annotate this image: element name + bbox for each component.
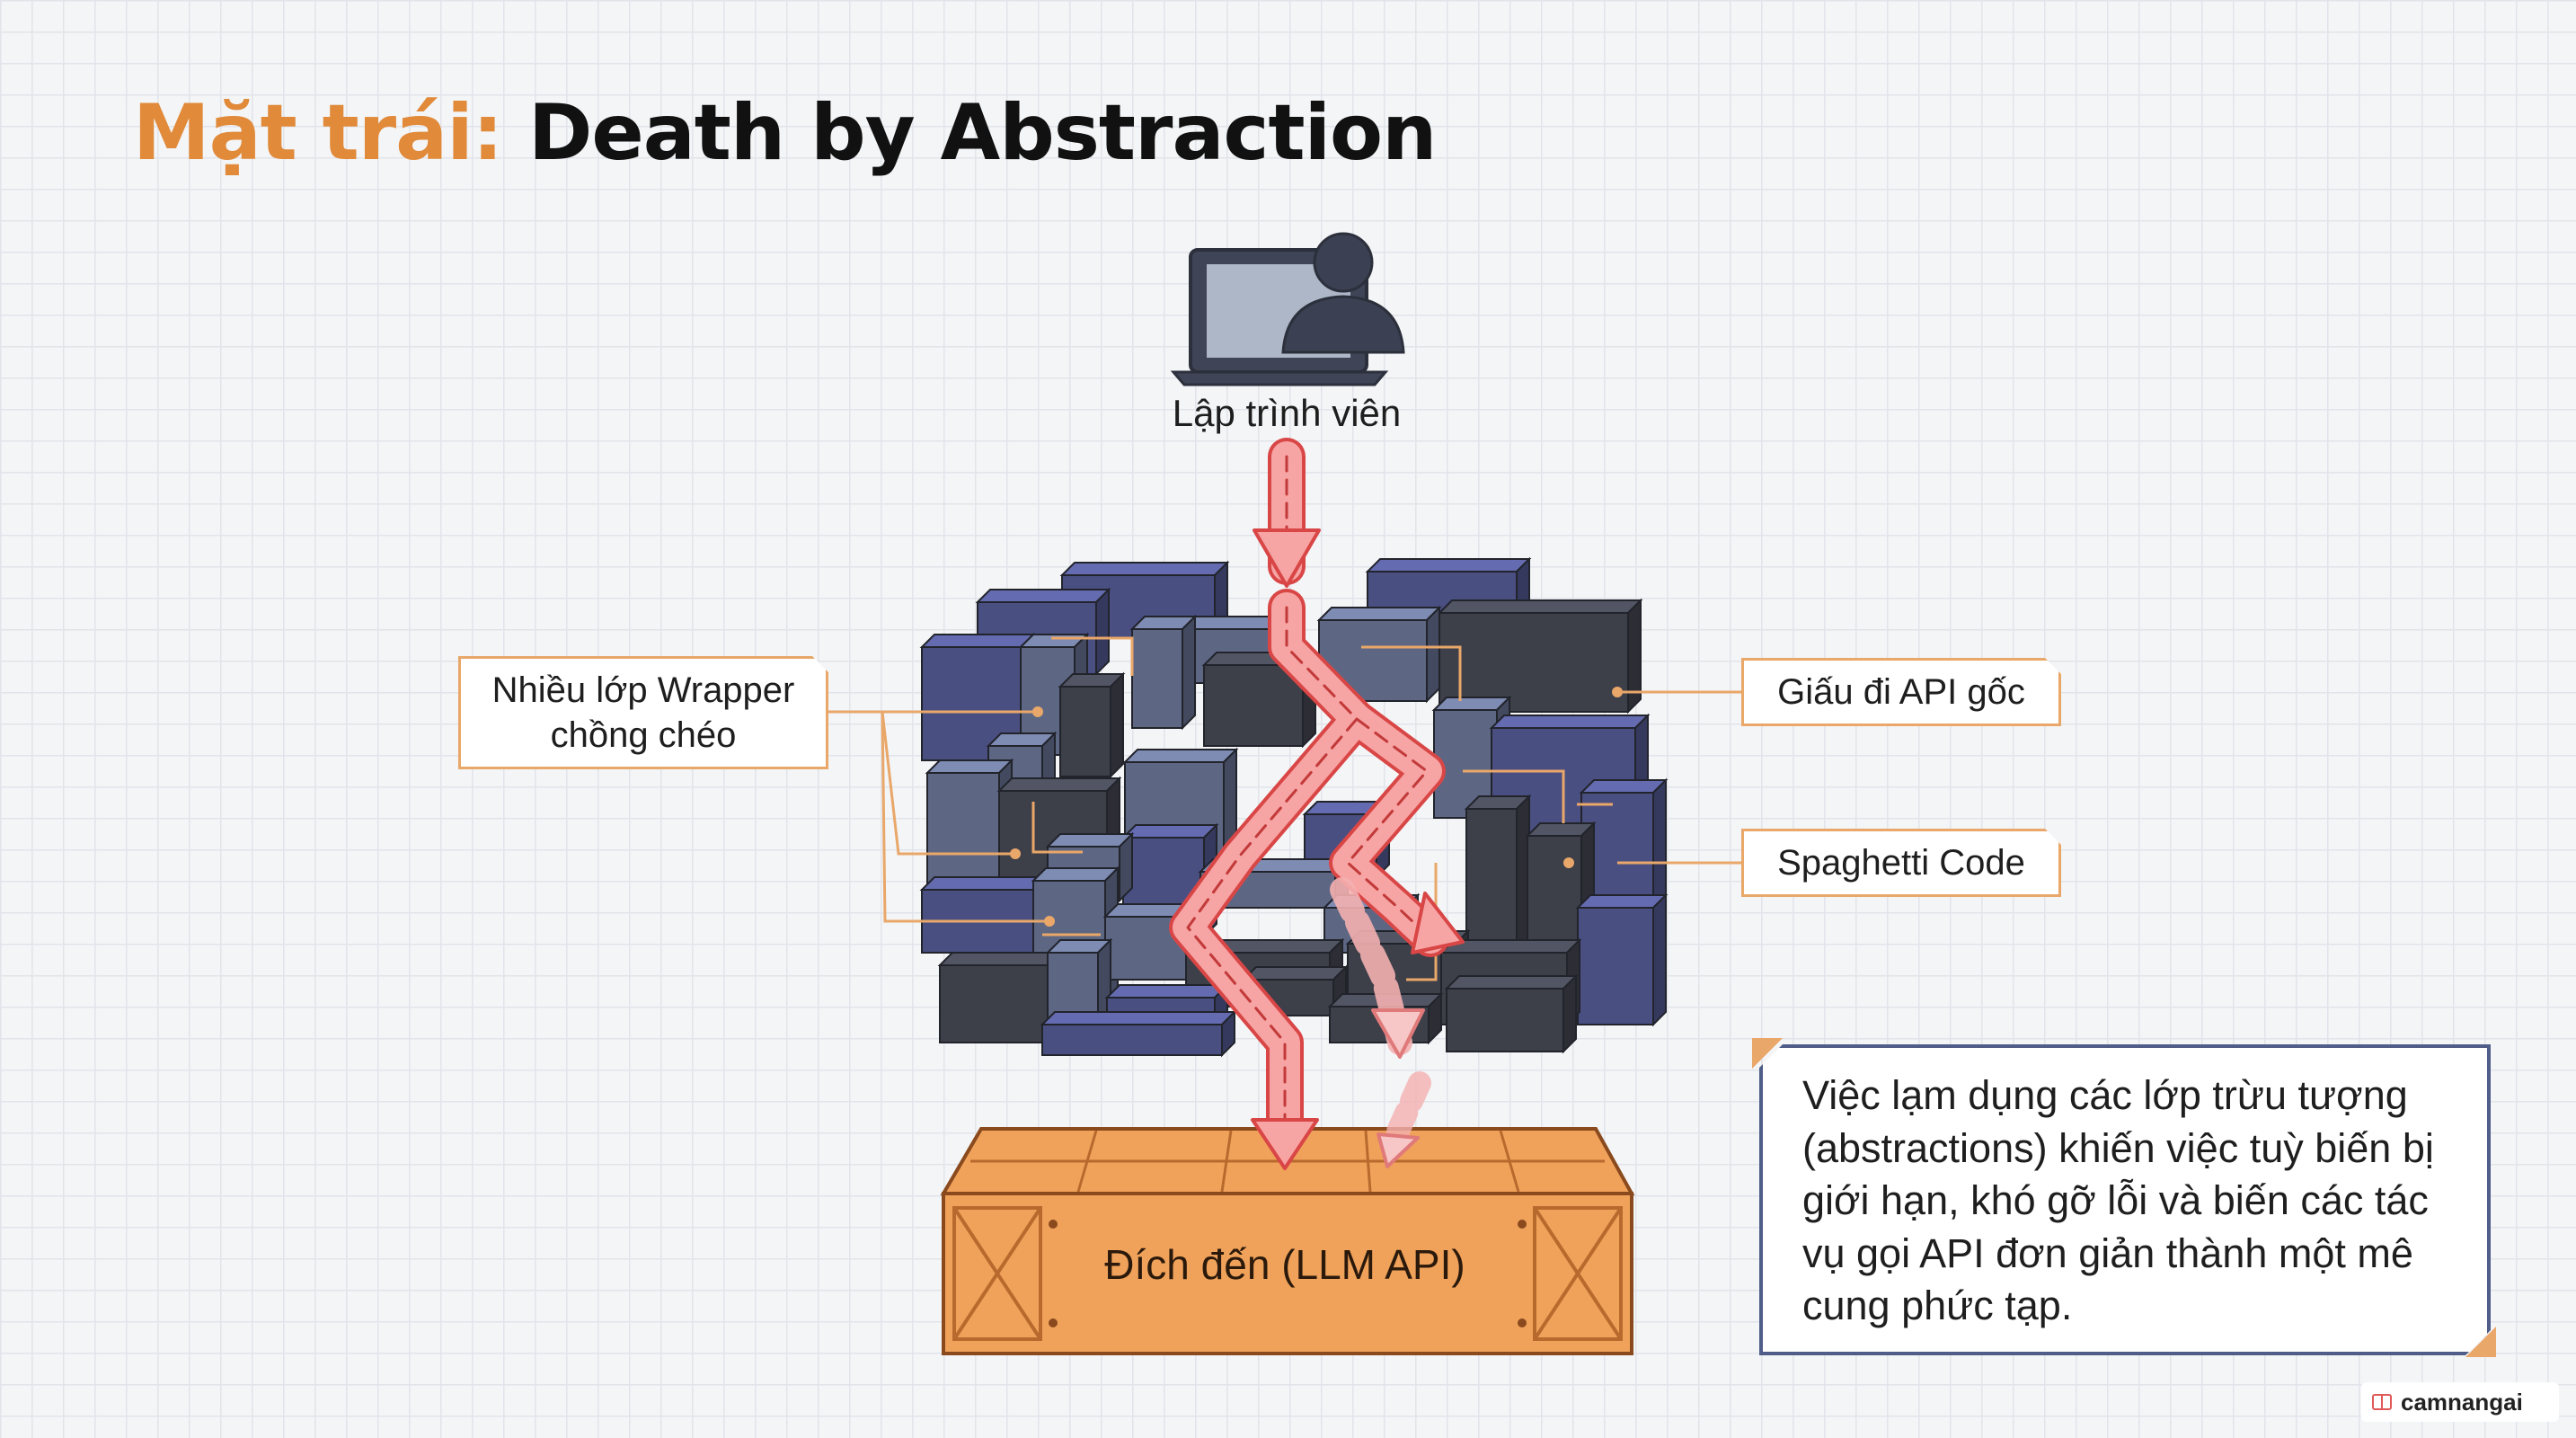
wrapper-block xyxy=(1464,794,1532,964)
connector-lines xyxy=(827,636,1741,981)
tangled-arrows xyxy=(1169,438,1449,1155)
callout-wrapper-line2: chồng chéo xyxy=(550,715,737,755)
wrapper-block xyxy=(1437,598,1643,715)
wrapper-block xyxy=(919,632,1036,763)
wrapper-block xyxy=(1045,937,1113,1036)
callout-hidden-api: Giấu đi API gốc xyxy=(1741,658,2061,726)
wrapper-block xyxy=(1129,614,1198,731)
callout-wrapper-layers: Nhiều lớp Wrapper chồng chéo xyxy=(458,656,828,769)
arrow-heads xyxy=(1251,528,1465,1170)
watermark: camnangai xyxy=(2361,1382,2559,1422)
wrapper-block xyxy=(1444,973,1579,1054)
developer-laptop-icon xyxy=(1170,232,1405,386)
wrapper-block xyxy=(1040,1009,1237,1058)
book-icon xyxy=(2372,1394,2392,1410)
note-corner-accent xyxy=(2465,1327,2496,1357)
wrapper-block xyxy=(1575,892,1669,1027)
wrapper-block xyxy=(919,874,1054,955)
connector-dots xyxy=(1010,687,1623,927)
wrapper-block xyxy=(1058,671,1126,779)
developer-label: Lập trình viên xyxy=(1172,392,1402,434)
callout-spaghetti-code: Spaghetti Code xyxy=(1741,829,2061,897)
title-accent: Mặt trái: xyxy=(133,88,503,178)
watermark-text: camnangai xyxy=(2401,1388,2523,1416)
title-main: Death by Abstraction xyxy=(528,88,1437,178)
explanation-note: Việc lạm dụng các lớp trừu tượng (abstra… xyxy=(1759,1044,2491,1355)
callout-wrapper-line1: Nhiều lớp Wrapper xyxy=(491,670,795,710)
page-title: Mặt trái: Death by Abstraction xyxy=(133,88,1437,178)
destination-label: Đích đến (LLM API) xyxy=(1104,1241,1465,1288)
